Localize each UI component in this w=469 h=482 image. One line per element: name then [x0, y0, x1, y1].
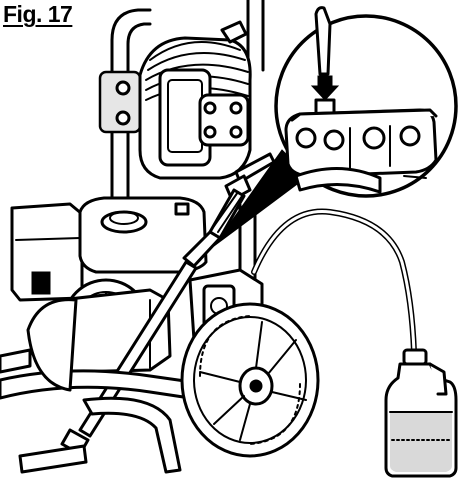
- figure-label: Fig. 17: [3, 1, 73, 27]
- detail-callout: [274, 6, 458, 198]
- drain-tube: [251, 208, 417, 355]
- wheel: [26, 298, 320, 458]
- wand: [60, 152, 276, 456]
- engine: [10, 196, 208, 374]
- hose-reel: [98, 20, 252, 180]
- oil-bottle: [384, 348, 458, 478]
